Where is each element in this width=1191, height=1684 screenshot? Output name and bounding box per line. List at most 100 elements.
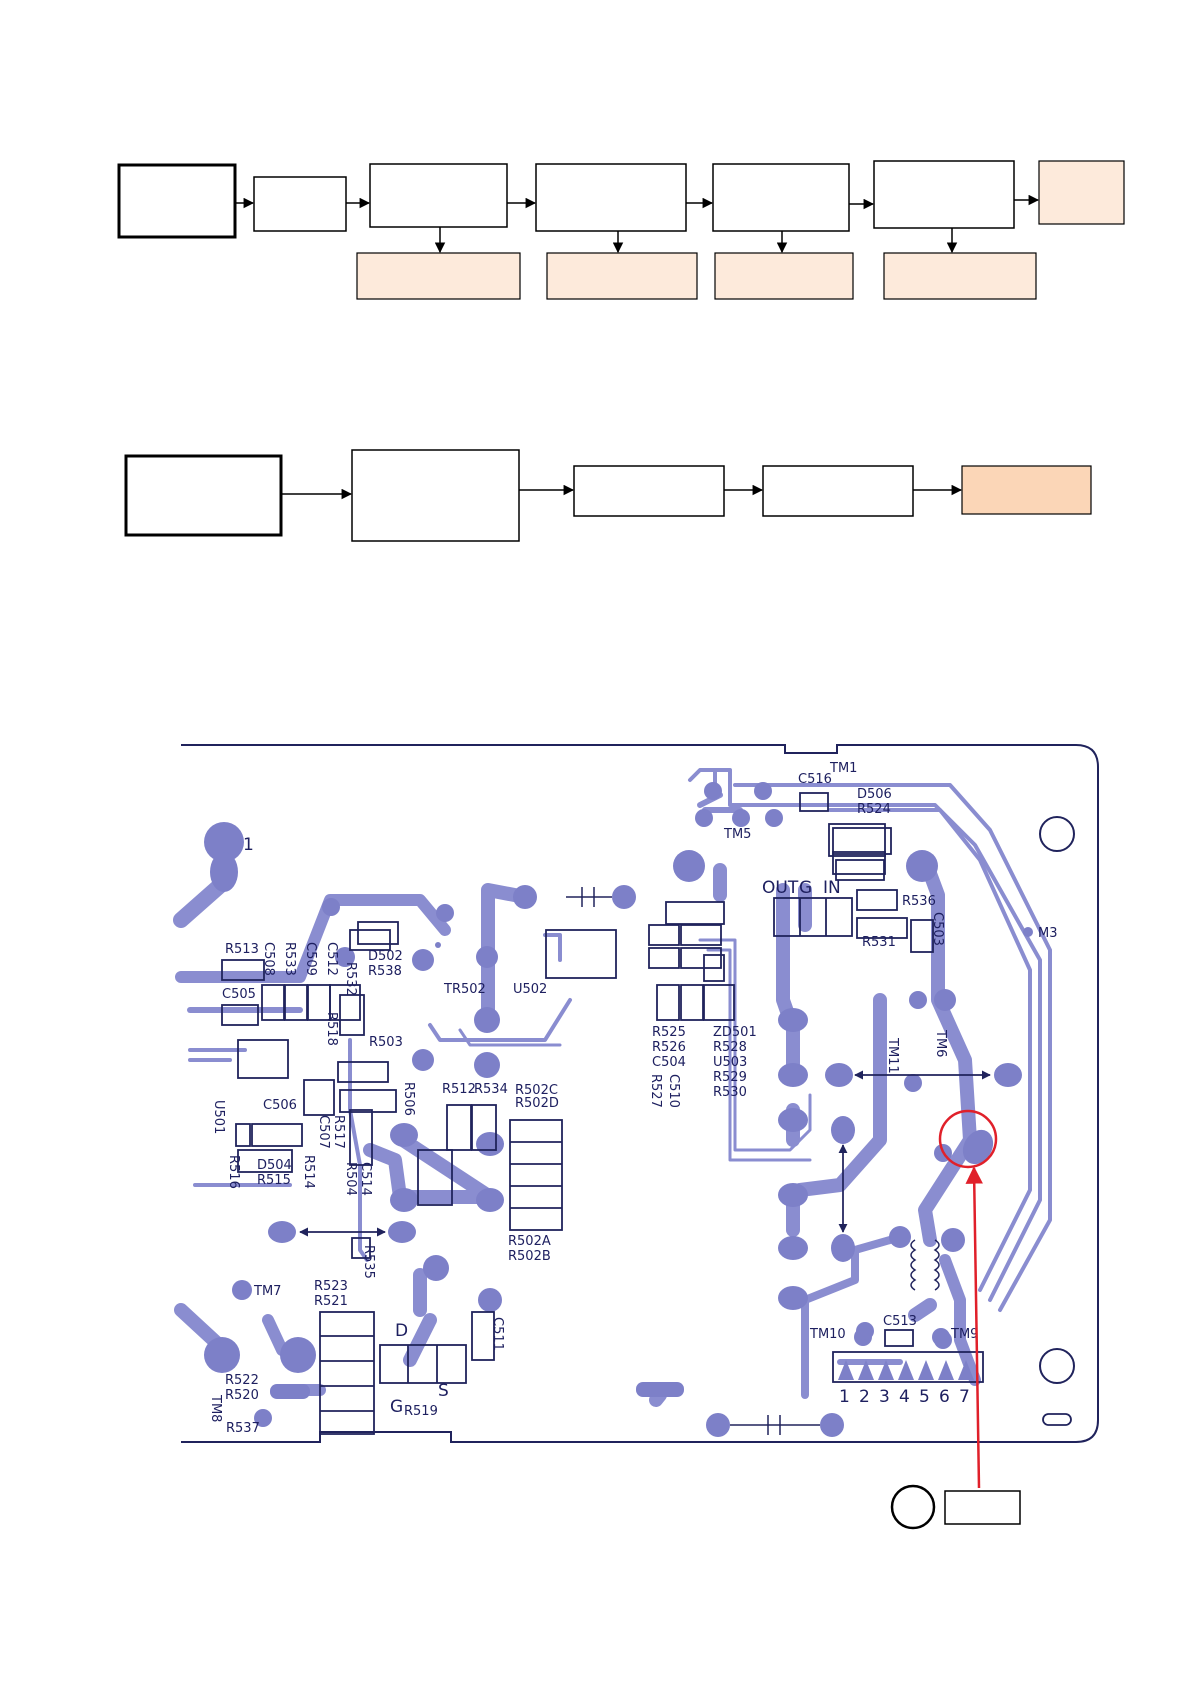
flow-top-block-2 [369, 163, 508, 228]
ref-label: C514 [358, 1162, 373, 1196]
pcb-dimension-arrows [299, 887, 991, 1435]
pcb-pads [204, 782, 1033, 1437]
ref-label: R527 [648, 1074, 663, 1108]
ref-label: C504 [652, 1055, 686, 1070]
ref-label: C510 [666, 1074, 681, 1108]
ref-label: R536 [902, 894, 936, 909]
ref-label: D [395, 1321, 408, 1341]
ref-label: ZD501 [713, 1025, 757, 1040]
pcb-layout: 1 TM1 C516 D506 R524 TM5 OUT G IN R536 C… [173, 744, 1099, 1443]
ref-label: U502 [513, 982, 547, 997]
flowchart-top [117, 160, 1125, 300]
flow-mid-end-peach-block [961, 465, 1092, 515]
ref-label: R525 [652, 1025, 686, 1040]
ref-label: R535 [361, 1245, 376, 1279]
ref-label: R515 [257, 1173, 291, 1188]
ref-label: R537 [226, 1421, 260, 1436]
ref-label: R502A [508, 1234, 551, 1249]
flow-mid-block-3 [762, 465, 914, 517]
ref-label: M3 [1038, 926, 1058, 941]
ref-label: C508 [261, 942, 276, 976]
ref-label: R502D [515, 1096, 559, 1111]
ref-label: R503 [369, 1035, 403, 1050]
ref-label: TM9 [950, 1327, 978, 1342]
ref-label: R517 [331, 1115, 346, 1149]
ref-label: D502 [368, 949, 403, 964]
ref-label: TR502 [443, 982, 486, 997]
ref-label: C506 [263, 1098, 297, 1113]
ref-label: C512 [324, 942, 339, 976]
ref-label: R502C [515, 1083, 558, 1098]
pcb-ref-labels: 1 TM1 C516 D506 R524 TM5 OUT G IN R536 C… [208, 761, 1058, 1436]
ref-label: R512 [442, 1082, 476, 1097]
ref-label: G [390, 1397, 403, 1417]
ref-label: C509 [303, 942, 318, 976]
ref-label: TM7 [253, 1284, 281, 1299]
flow-top-block-4 [712, 163, 850, 232]
flow-top-sub-peach-4 [883, 252, 1037, 300]
flow-top-block-5 [873, 160, 1015, 229]
flow-top-sub-peach-2 [546, 252, 698, 300]
ref-label: R504 [343, 1162, 358, 1196]
ref-label: U501 [211, 1100, 226, 1134]
connector-pin-label: 2 [859, 1387, 870, 1407]
connector-pin-label: 4 [899, 1387, 910, 1407]
flow-top-block-3 [535, 163, 687, 232]
ref-label: R533 [282, 942, 297, 976]
slot-hole [1042, 1413, 1072, 1426]
ref-label: S [438, 1381, 449, 1401]
flow-top-start-block [117, 163, 237, 239]
mounting-hole-top [1039, 816, 1075, 852]
ref-label: R522 [225, 1373, 259, 1388]
flowchart-middle [124, 449, 1092, 542]
ref-label: TM6 [933, 1029, 948, 1057]
ref-label: TM5 [723, 827, 751, 842]
ref-label: R520 [225, 1388, 259, 1403]
ref-label: D506 [857, 787, 892, 802]
flow-mid-block-1 [351, 449, 520, 542]
mounting-hole-bottom [1039, 1348, 1075, 1384]
ref-label: R518 [324, 1012, 339, 1046]
flow-top-block-1 [253, 176, 347, 232]
ref-label: R506 [401, 1082, 416, 1116]
connector-pin-label: 3 [879, 1387, 890, 1407]
pcb-components [221, 792, 984, 1435]
ref-label: C507 [316, 1115, 331, 1149]
ref-label: R538 [368, 964, 402, 979]
flow-top-sub-peach-3 [714, 252, 854, 300]
ref-label: R526 [652, 1040, 686, 1055]
ref-label: R531 [862, 935, 896, 950]
ref-label: D504 [257, 1158, 292, 1173]
flow-top-sub-peach-1 [356, 252, 521, 300]
ref-label: R523 [314, 1279, 348, 1294]
callout-box [944, 1490, 1021, 1525]
pcb-outline [181, 744, 1099, 1443]
ref-label: IN [823, 878, 841, 898]
connector-pins [838, 1360, 974, 1380]
ref-label: R530 [713, 1085, 747, 1100]
flow-mid-start-block [124, 454, 283, 537]
ref-label: R521 [314, 1294, 348, 1309]
ref-label: R516 [226, 1155, 241, 1189]
ref-label: TM8 [208, 1394, 223, 1422]
inductor-coil [910, 1239, 940, 1291]
ref-label: R513 [225, 942, 259, 957]
ref-label: C505 [222, 987, 256, 1002]
ref-label: C513 [883, 1314, 917, 1329]
ref-label: R519 [404, 1404, 438, 1419]
connector-pin-label: 1 [839, 1387, 850, 1407]
connector-pin-label: 7 [959, 1387, 970, 1407]
ref-label: OUT [762, 878, 799, 898]
flow-top-end-peach-block [1038, 160, 1125, 225]
ref-label: R514 [301, 1155, 316, 1189]
ref-label: TM1 [829, 761, 857, 776]
ref-label: 1 [243, 835, 254, 855]
ref-label: R529 [713, 1070, 747, 1085]
flow-mid-block-2 [573, 465, 725, 517]
callout-arrow [965, 1166, 983, 1489]
ref-label: G [799, 878, 812, 898]
ref-label: C503 [930, 912, 945, 946]
ref-label: R534 [474, 1082, 508, 1097]
ref-label: U503 [713, 1055, 747, 1070]
